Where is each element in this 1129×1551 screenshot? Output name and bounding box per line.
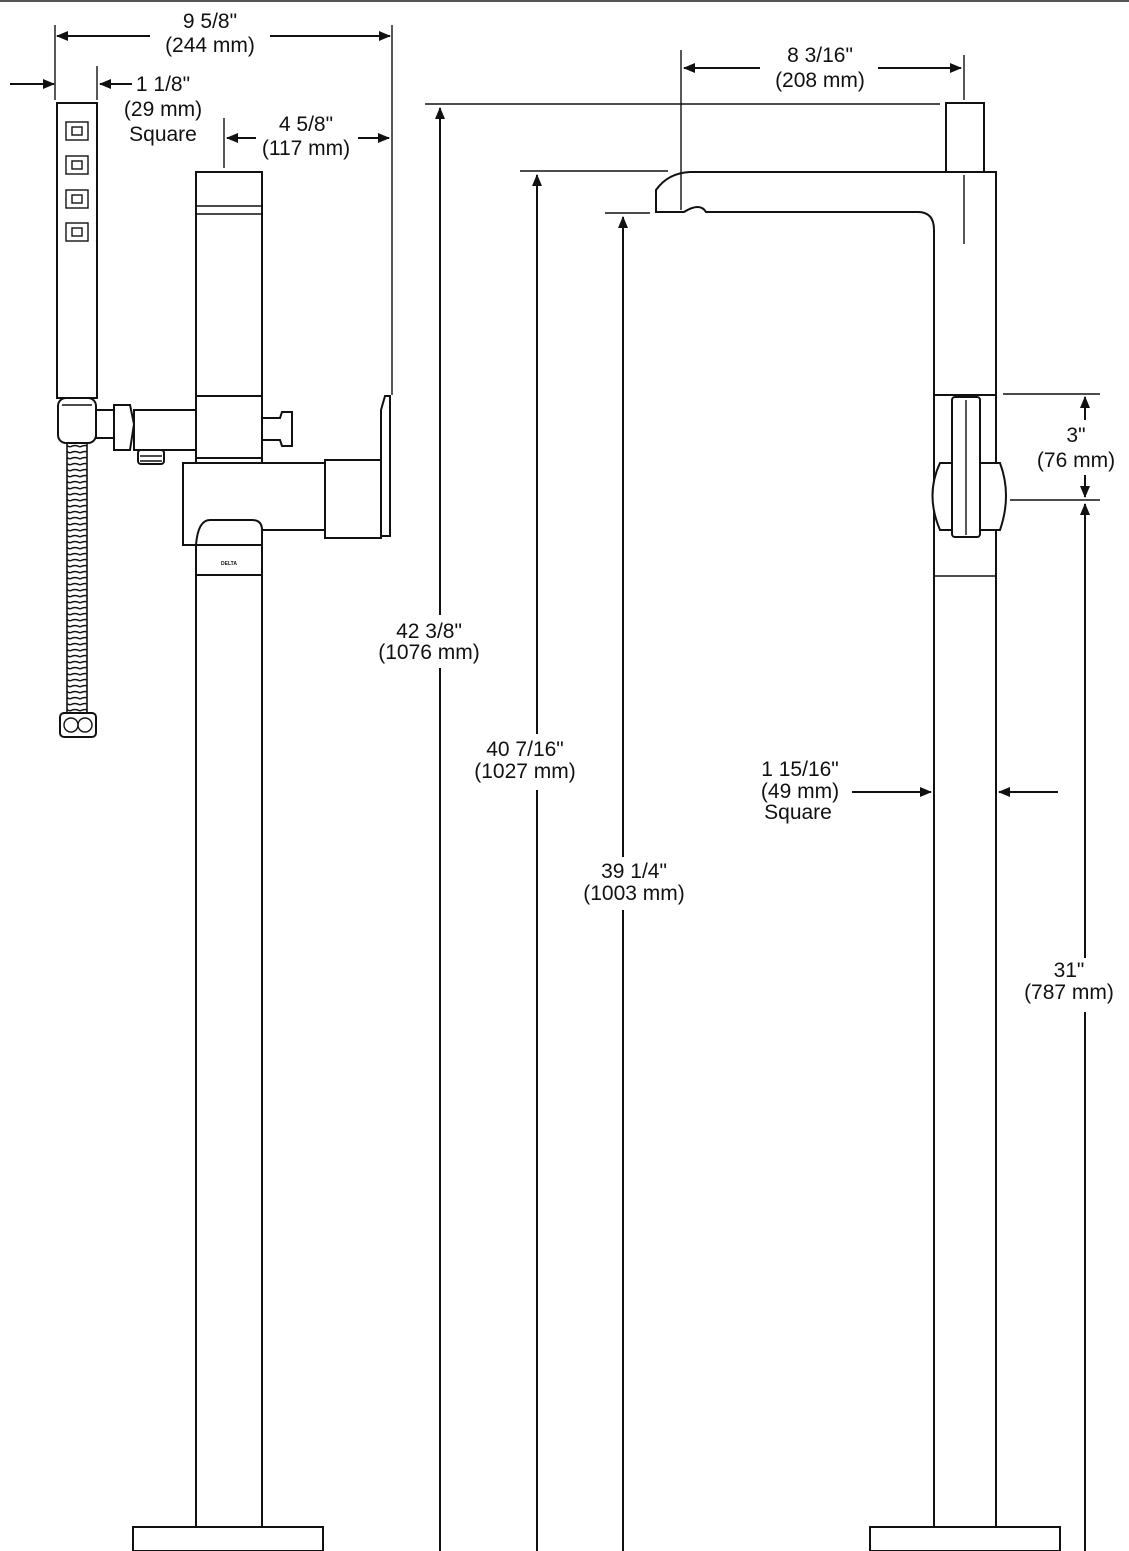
handshower-width-note: Square — [129, 123, 197, 146]
brand-mark: DELTA — [221, 561, 237, 567]
column-right — [933, 394, 997, 1533]
base-plate-left — [132, 1526, 324, 1551]
handle — [324, 459, 382, 539]
column-left — [195, 171, 263, 1533]
column-width-note: Square — [764, 801, 832, 824]
dimension-labels: 9 5/8" (244 mm) 1 1/8" (29 mm) Square 4 … — [124, 10, 1115, 1004]
spout-reach-mm: (208 mm) — [775, 69, 865, 92]
overall-width-mm: (244 mm) — [165, 34, 255, 57]
dimension-lines — [10, 25, 1100, 1551]
column-width-inch: 1 15/16" — [761, 758, 839, 781]
handshower-side-view: DELTA — [56, 102, 391, 1551]
spout-outlet-height-inch: 39 1/4" — [601, 860, 667, 883]
handshower-width-mm: (29 mm) — [124, 98, 202, 121]
handshower-buttons — [65, 121, 89, 242]
handshower-width-inch: 1 1/8" — [136, 73, 190, 96]
diverter-button — [137, 449, 165, 465]
spout-top-height-inch: 40 7/16" — [486, 738, 564, 761]
hose — [66, 442, 88, 714]
spout-top-height-mm: (1027 mm) — [474, 760, 576, 783]
spout-outlet-height-mm: (1003 mm) — [583, 882, 685, 905]
column-width-mm: (49 mm) — [761, 780, 839, 803]
valve-body — [195, 395, 263, 459]
overall-height-mm: (1076 mm) — [378, 641, 480, 664]
valve-knob — [261, 411, 293, 447]
handle-reach-inch: 4 5/8" — [279, 113, 333, 136]
handle-base-height-inch: 31" — [1054, 959, 1085, 982]
spout-post — [945, 102, 985, 176]
handle-base-height-mm: (787 mm) — [1024, 981, 1114, 1004]
overall-height-inch: 42 3/8" — [396, 620, 462, 643]
handshower-wand — [56, 102, 98, 399]
handle-reach-mm: (117 mm) — [262, 137, 350, 160]
spout-reach-inch: 8 3/16" — [787, 44, 853, 67]
tub-filler-front-view — [655, 102, 1061, 1551]
handle-height-mm: (76 mm) — [1037, 449, 1115, 472]
overall-width-inch: 9 5/8" — [183, 10, 237, 33]
base-plate-right — [869, 1526, 1061, 1551]
spout — [655, 171, 997, 396]
handle-height-inch: 3" — [1066, 424, 1085, 447]
